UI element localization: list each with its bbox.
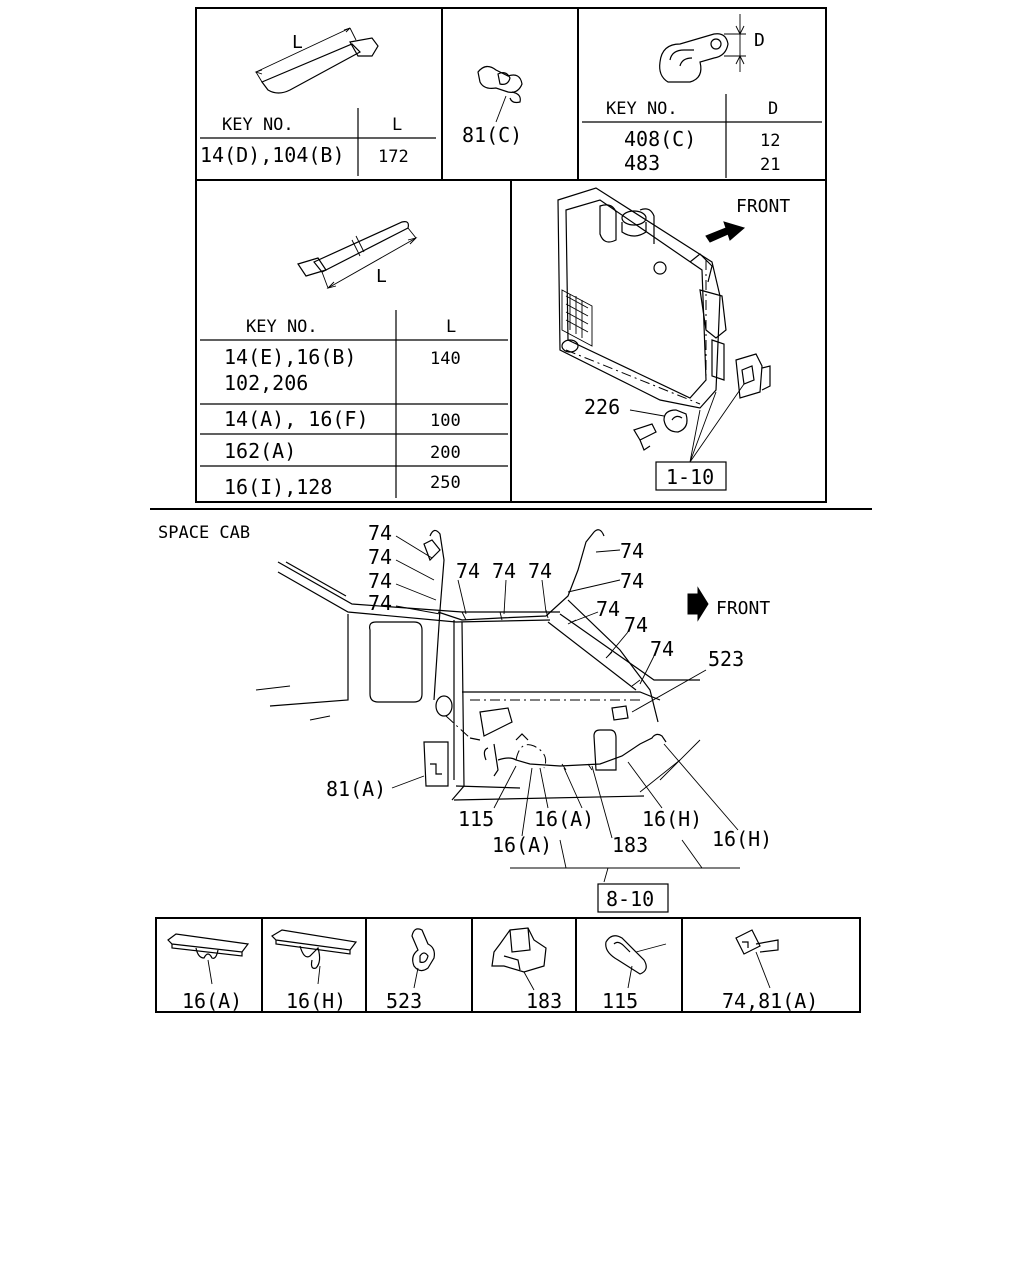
legend-label: 16(H) — [286, 989, 346, 1013]
callout-74: 74 — [528, 559, 552, 583]
legend-label: 523 — [386, 989, 422, 1013]
value-cell: 21 — [760, 155, 780, 175]
panel-strap-table: L KEY NO. L 14(E),16(B) 102,206 140 14(A… — [200, 221, 508, 499]
tie-strap-drawing — [254, 27, 379, 94]
value-cell: 140 — [430, 349, 461, 369]
legend-item-115: 115 — [602, 935, 667, 1013]
key-cell: 16(I),128 — [224, 475, 332, 499]
radiator-drawing — [557, 187, 771, 463]
callout-74: 74 — [456, 559, 480, 583]
front-arrow-icon — [687, 586, 709, 622]
part-callout: 226 — [584, 395, 620, 419]
front-label: FRONT — [716, 598, 770, 619]
ref-box-label: 8-10 — [606, 887, 654, 911]
callout-74: 74 — [624, 613, 648, 637]
front-label: FRONT — [736, 196, 790, 217]
value-cell: 12 — [760, 131, 780, 151]
key-cell: 14(A), 16(F) — [224, 407, 369, 431]
callout-115: 115 — [458, 807, 494, 831]
legend-label: 115 — [602, 989, 638, 1013]
legend-item-183: 183 — [491, 927, 562, 1013]
value-header: D — [768, 99, 778, 119]
legend-item-16a: 16(A) — [167, 933, 250, 1013]
value-cell: 250 — [430, 473, 461, 493]
key-no-header: KEY NO. — [246, 317, 318, 337]
strap-dim-label: L — [376, 266, 387, 287]
legend-item-16h: 16(H) — [271, 929, 358, 1013]
value-header: L — [446, 317, 456, 337]
callout-16h: 16(H) — [712, 827, 772, 851]
callout-74: 74 — [368, 545, 392, 569]
value-cell: 100 — [430, 411, 461, 431]
legend-label: 16(A) — [182, 989, 242, 1013]
key-no-header: KEY NO. — [222, 115, 294, 135]
key-cell: 162(A) — [224, 439, 296, 463]
harness-drawing — [423, 529, 667, 787]
clamp-dim-label: D — [754, 30, 765, 51]
callout-523: 523 — [708, 647, 744, 671]
callout-74: 74 — [368, 591, 392, 615]
parts-legend: 16(A) 16(H) 523 183 115 — [155, 917, 861, 1013]
value-cell: 172 — [378, 147, 409, 167]
callout-74: 74 — [368, 521, 392, 545]
callout-74: 74 — [650, 637, 674, 661]
clamp-drawing — [659, 14, 746, 83]
key-cell: 14(D),104(B) — [200, 143, 345, 167]
panel-clamp-d: D KEY NO. D 408(C) 12 483 21 — [582, 14, 822, 178]
strap-dim-label: L — [292, 32, 303, 53]
legend-label: 74,81(A) — [722, 989, 818, 1013]
clip-label: 81(C) — [462, 123, 522, 147]
callout-16h: 16(H) — [642, 807, 702, 831]
top-grid — [195, 7, 827, 503]
callout-81a: 81(A) — [326, 777, 386, 801]
panel-strap-172: L KEY NO. L 14(D),104(B) 172 — [200, 27, 436, 176]
value-header: L — [392, 115, 402, 135]
tie-strap-drawing — [297, 221, 418, 289]
callout-74: 74 — [492, 559, 516, 583]
legend-item-523: 523 — [386, 928, 435, 1013]
callout-74: 74 — [368, 569, 392, 593]
section-title: SPACE CAB — [158, 523, 250, 543]
panel-clip-81c: 81(C) — [462, 65, 523, 147]
callout-74: 74 — [620, 539, 644, 563]
key-cell: 408(C) — [624, 127, 696, 151]
legend-label: 183 — [526, 989, 562, 1013]
ref-box-label: 1-10 — [666, 465, 714, 489]
value-cell: 200 — [430, 443, 461, 463]
space-cab-diagram: SPACE CAB — [158, 521, 772, 913]
front-arrow-icon — [705, 221, 746, 243]
clip-drawing — [477, 65, 523, 104]
callout-74: 74 — [596, 597, 620, 621]
callout-16a: 16(A) — [492, 833, 552, 857]
key-no-header: KEY NO. — [606, 99, 678, 119]
key-cell-continued: 102,206 — [224, 371, 308, 395]
callout-74: 74 — [620, 569, 644, 593]
cab-body-drawing — [255, 561, 701, 801]
panel-radiator: FRONT 226 1-10 — [557, 187, 790, 491]
key-cell: 483 — [624, 151, 660, 175]
legend-item-74-81a: 74,81(A) — [722, 929, 818, 1013]
callout-16a: 16(A) — [534, 807, 594, 831]
key-cell: 14(E),16(B) — [224, 345, 356, 369]
callout-leaders — [391, 535, 740, 883]
callout-183: 183 — [612, 833, 648, 857]
